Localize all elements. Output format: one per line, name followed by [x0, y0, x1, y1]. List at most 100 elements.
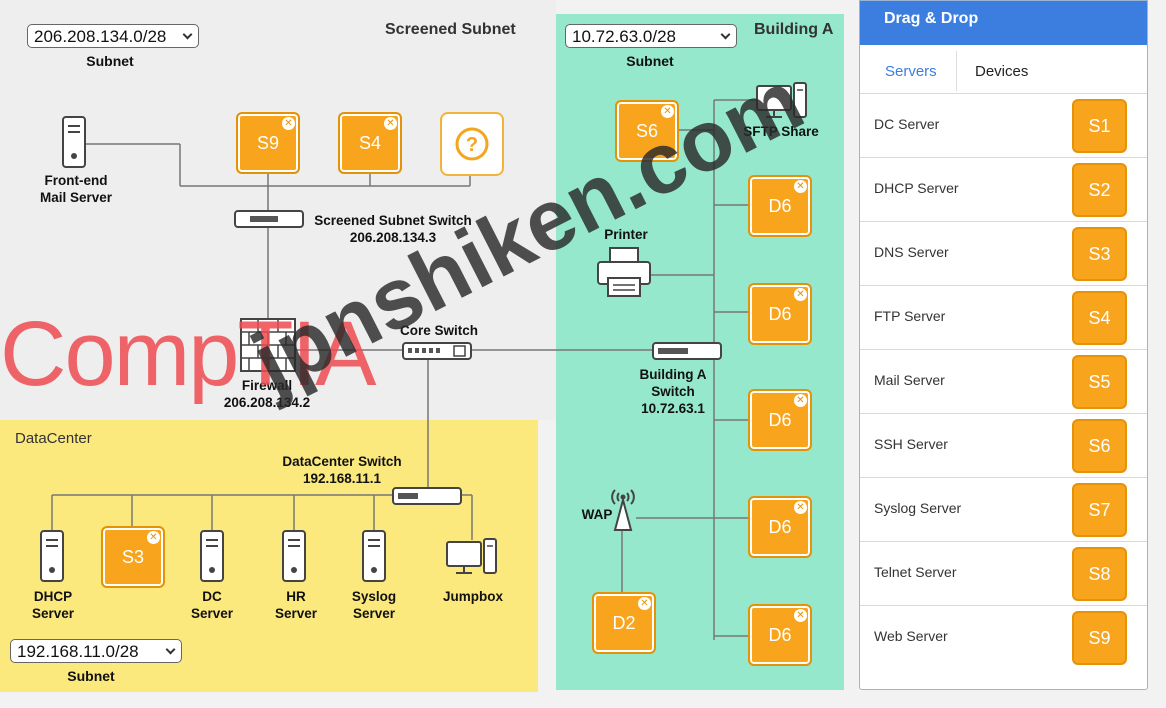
tab-divider: [956, 51, 957, 91]
datacenter-subnet-select[interactable]: 192.168.11.0/28: [10, 639, 182, 663]
dc-switch-icon: [392, 487, 462, 505]
slot-s9[interactable]: S9✕: [236, 112, 300, 174]
server-type-label: Web Server: [874, 628, 948, 644]
list-item: FTP Server S4: [860, 285, 1147, 349]
slot-s6[interactable]: S6✕: [615, 100, 679, 162]
server-tower-icon: [362, 530, 386, 582]
datacenter-subnet-label: Subnet: [67, 668, 115, 684]
core-switch-label: Core Switch: [399, 323, 478, 338]
server-tower-icon: [62, 116, 86, 168]
chevron-down-icon: [182, 29, 193, 40]
list-item: Mail Server S5: [860, 349, 1147, 413]
slot-s4[interactable]: S4✕: [338, 112, 402, 174]
chevron-down-icon: [720, 29, 731, 40]
draggable-tile[interactable]: S2: [1072, 163, 1127, 217]
slot-d2[interactable]: D2✕: [592, 592, 656, 654]
chevron-down-icon: [165, 644, 176, 655]
server-type-label: Telnet Server: [874, 564, 957, 580]
remove-icon[interactable]: ✕: [794, 394, 807, 407]
server-type-label: DNS Server: [874, 244, 949, 260]
building-subnet-select[interactable]: 10.72.63.0/28: [565, 24, 737, 48]
slot-d6-5[interactable]: D6✕: [748, 604, 812, 666]
draggable-tile[interactable]: S8: [1072, 547, 1127, 601]
remove-icon[interactable]: ✕: [638, 597, 651, 610]
remove-icon[interactable]: ✕: [794, 609, 807, 622]
screened-subnet-title: Screened Subnet: [385, 21, 516, 38]
list-item: DHCP Server S2: [860, 157, 1147, 221]
tab-devices[interactable]: Devices: [975, 63, 1029, 80]
sftp-share-label: SFTP Share: [743, 124, 819, 139]
server-type-label: Syslog Server: [874, 500, 962, 516]
slot-d6-4[interactable]: D6✕: [748, 496, 812, 558]
building-switch-icon: [652, 342, 722, 360]
core-switch-icon: [402, 342, 472, 360]
wap-label: WAP: [581, 507, 613, 522]
building-subnet-label: Subnet: [626, 53, 674, 69]
server-type-label: FTP Server: [874, 308, 946, 324]
draggable-tile[interactable]: S7: [1072, 483, 1127, 537]
server-tower-icon: [200, 530, 224, 582]
empty-drop-slot[interactable]: ?: [440, 112, 504, 176]
comptia-watermark: CompTIA: [0, 303, 377, 405]
slot-s3[interactable]: S3✕: [101, 526, 165, 588]
server-type-label: SSH Server: [874, 436, 948, 452]
server-type-label: Mail Server: [874, 372, 945, 388]
draggable-tile[interactable]: S9: [1072, 611, 1127, 665]
server-tower-icon: [40, 530, 64, 582]
list-item: SSH Server S6: [860, 413, 1147, 477]
list-item: Syslog Server S7: [860, 477, 1147, 541]
building-subnet-value: 10.72.63.0/28: [572, 27, 676, 46]
list-item: DNS Server S3: [860, 221, 1147, 285]
datacenter-title: DataCenter: [15, 430, 92, 447]
datacenter-subnet-value: 192.168.11.0/28: [17, 642, 139, 661]
draggable-tile[interactable]: S5: [1072, 355, 1127, 409]
server-type-label: DHCP Server: [874, 180, 959, 196]
desktop-computer-icon: [756, 82, 807, 118]
screened-subnet-value: 206.208.134.0/28: [34, 27, 167, 46]
draggable-tile[interactable]: S4: [1072, 291, 1127, 345]
draggable-tile[interactable]: S3: [1072, 227, 1127, 281]
remove-icon[interactable]: ✕: [794, 180, 807, 193]
jumpbox-label: Jumpbox: [442, 589, 503, 604]
remove-icon[interactable]: ✕: [384, 117, 397, 130]
screened-subnet-label: Subnet: [86, 53, 134, 69]
screened-subnet-select[interactable]: 206.208.134.0/28: [27, 24, 199, 48]
remove-icon[interactable]: ✕: [282, 117, 295, 130]
server-tower-icon: [282, 530, 306, 582]
printer-icon: [597, 247, 651, 297]
printer-label: Printer: [604, 227, 648, 242]
list-item: Web Server S9: [860, 605, 1147, 669]
list-item: Telnet Server S8: [860, 541, 1147, 605]
switch-icon: [234, 210, 304, 228]
slot-d6-1[interactable]: D6✕: [748, 175, 812, 237]
wireless-antenna-icon: [611, 489, 635, 531]
slot-d6-2[interactable]: D6✕: [748, 283, 812, 345]
remove-icon[interactable]: ✕: [661, 105, 674, 118]
list-item: DC Server S1: [860, 93, 1147, 157]
draggable-tile[interactable]: S6: [1072, 419, 1127, 473]
desktop-computer-icon: [446, 538, 497, 574]
remove-icon[interactable]: ✕: [794, 288, 807, 301]
draggable-tile[interactable]: S1: [1072, 99, 1127, 153]
remove-icon[interactable]: ✕: [147, 531, 160, 544]
firewall-icon: [240, 318, 296, 372]
remove-icon[interactable]: ✕: [794, 501, 807, 514]
svg-text:?: ?: [466, 134, 478, 156]
drag-drop-panel: Drag & Drop Servers Devices DC Server S1…: [859, 0, 1148, 690]
question-icon: ?: [455, 127, 489, 161]
server-type-label: DC Server: [874, 116, 940, 132]
building-a-title: Building A: [754, 21, 834, 38]
slot-d6-3[interactable]: D6✕: [748, 389, 812, 451]
tab-servers[interactable]: Servers: [885, 63, 937, 80]
panel-title: Drag & Drop: [860, 1, 1147, 45]
